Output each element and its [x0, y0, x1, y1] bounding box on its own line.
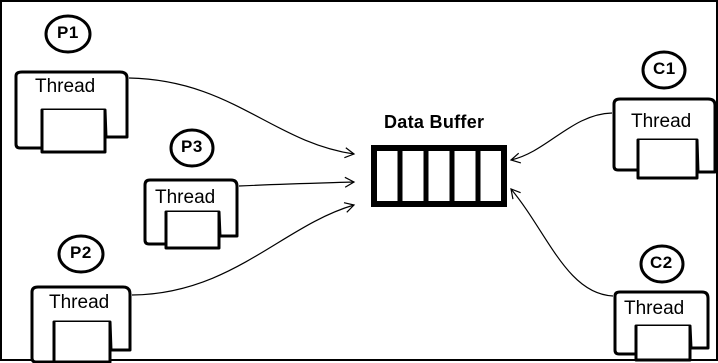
p1-thread-icon	[14, 70, 129, 154]
p2-thread-icon	[30, 285, 132, 363]
p1-badge-label: P1	[57, 23, 79, 42]
p1-thread-label: Thread	[35, 76, 96, 97]
arrow-c1-to-buffer	[509, 112, 613, 164]
consumer-c1	[612, 50, 717, 180]
producer-p1	[14, 14, 129, 154]
producer-p2	[30, 234, 132, 363]
p2-badge	[57, 234, 105, 274]
data-buffer-outline	[371, 145, 507, 207]
p2-thread-label: Thread	[49, 292, 110, 313]
arrow-p1-to-buffer	[128, 77, 356, 159]
c1-thread-icon	[612, 97, 717, 180]
c2-thread-icon	[613, 290, 710, 362]
p2-badge-label: P2	[70, 243, 92, 262]
p3-badge-label: P3	[181, 137, 203, 156]
p3-thread-icon	[143, 178, 239, 250]
buffer-title: Data Buffer	[384, 112, 485, 132]
arrow-p2-to-buffer	[131, 202, 356, 296]
c1-badge-label: C1	[653, 59, 676, 78]
c1-thread-label: Thread	[631, 111, 692, 132]
c2-badge	[639, 244, 685, 284]
buffer-slots	[397, 148, 481, 204]
p3-thread-label: Thread	[155, 187, 216, 208]
arrow-c2-to-buffer	[510, 188, 614, 297]
producer-p3	[143, 128, 239, 250]
c2-badge-label: C2	[650, 253, 673, 272]
consumer-c2	[613, 244, 710, 362]
data-buffer	[371, 145, 507, 207]
p3-badge	[169, 128, 215, 168]
c2-thread-label: Thread	[624, 298, 685, 319]
arrow-p3-to-buffer	[238, 176, 356, 188]
p1-badge	[44, 14, 92, 54]
c1-badge	[641, 50, 687, 90]
